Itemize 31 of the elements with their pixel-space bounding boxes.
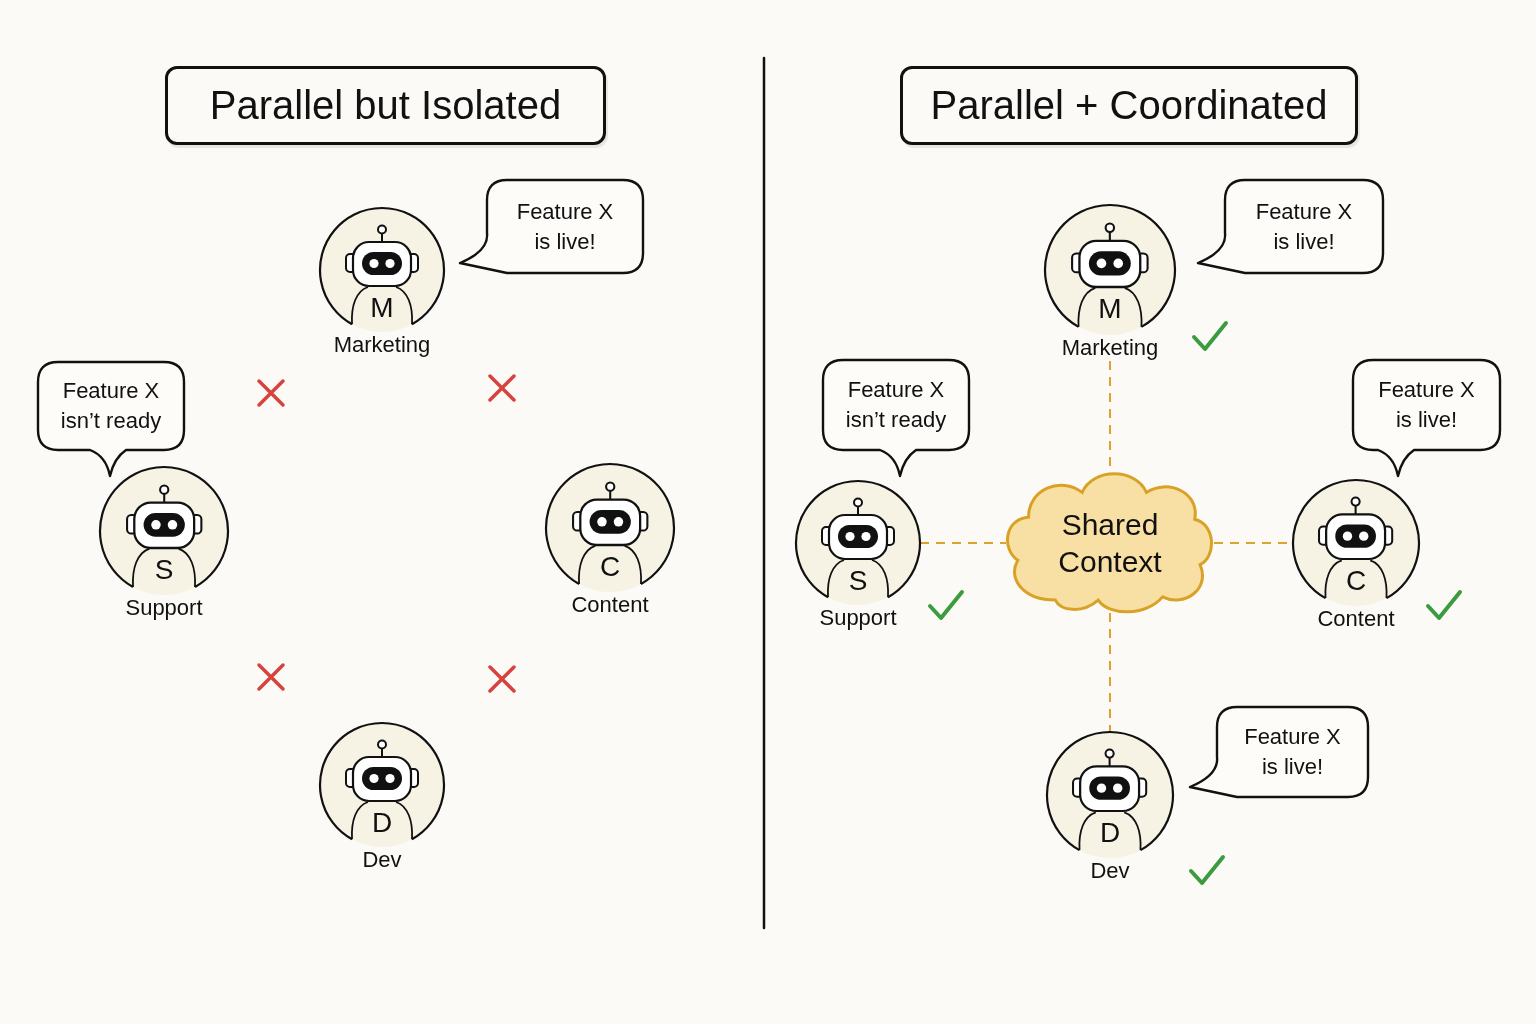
agent-initial: D [1099, 817, 1121, 850]
robot-agent [796, 481, 920, 631]
speech-bubble: Feature X is live! [1190, 707, 1368, 797]
speech-bubble: Feature X is live! [1353, 360, 1500, 476]
agent-name: Dev [362, 847, 402, 873]
agent-initial: D [371, 807, 393, 839]
agent-initial: M [1098, 293, 1122, 326]
robot-agent [1045, 205, 1175, 361]
speech-bubble: Feature X isn’t ready [823, 360, 969, 476]
agent-name: Content [1317, 606, 1395, 632]
agent-name: Support [819, 605, 897, 631]
dashed-connector [1109, 612, 1111, 733]
robot-agent [100, 467, 228, 621]
agent-initial: S [154, 553, 174, 586]
title-box: Parallel + Coordinated [900, 66, 1358, 145]
agent-initial: M [370, 292, 394, 324]
agent-name: Support [125, 595, 203, 621]
agent-initial: C [1345, 565, 1367, 598]
agent-name: Dev [1090, 858, 1130, 884]
cloud: Shared Context [1006, 473, 1214, 613]
speech-bubble: Feature X is live! [1198, 180, 1383, 273]
agent-name: Content [571, 592, 649, 618]
agent-initial: C [599, 550, 621, 583]
dashed-connector [919, 542, 1007, 544]
title-box: Parallel but Isolated [165, 66, 606, 145]
robot-agent [320, 208, 444, 358]
agent-initial: S [848, 565, 868, 597]
agent-name: Marketing [333, 332, 431, 358]
agent-name: Marketing [1061, 335, 1159, 361]
speech-bubble: Feature X isn’t ready [38, 362, 184, 476]
speech-bubble: Feature X is live! [460, 180, 643, 273]
